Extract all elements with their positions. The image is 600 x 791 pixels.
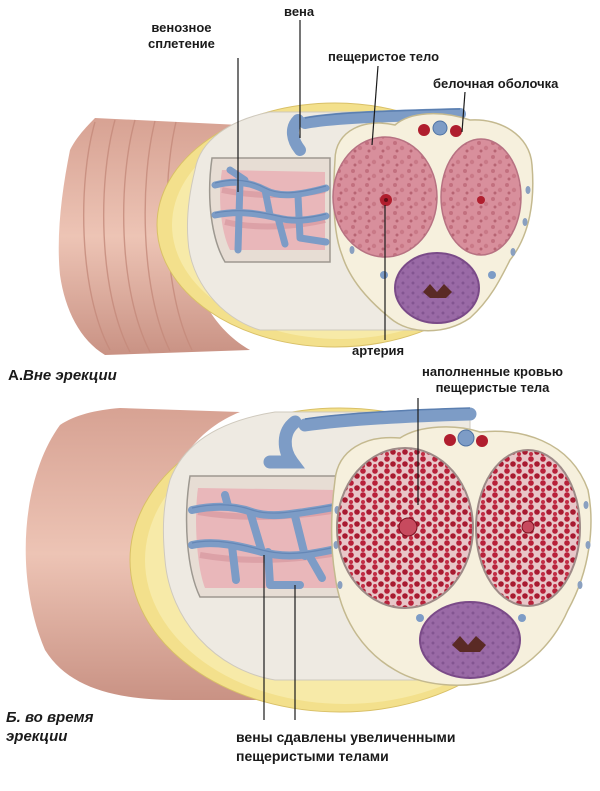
caption-panel-b: Б. во время эрекции bbox=[6, 708, 93, 746]
skin-tube-a bbox=[58, 118, 250, 355]
deep-artery-right-a bbox=[477, 196, 485, 204]
deep-artery-left-b bbox=[398, 517, 418, 537]
caption-panel-b-line1: Б. во время bbox=[6, 709, 94, 726]
caption-panel-a-prefix: А. bbox=[8, 367, 23, 384]
caption-panel-b-line2: эрекции bbox=[6, 728, 68, 745]
label-tunica-albuginea: белочная оболочка bbox=[433, 76, 559, 91]
label-vein: вена bbox=[284, 4, 315, 19]
dorsal-vein-b bbox=[298, 407, 477, 432]
caption-panel-a-title: Вне эрекции bbox=[23, 367, 117, 384]
panel-b-erect bbox=[25, 407, 592, 713]
urethra-b bbox=[452, 636, 486, 652]
label-artery: артерия bbox=[352, 343, 405, 358]
label-filled-line2: пещеристые тела bbox=[435, 380, 550, 395]
label-venous-plexus-line1: венозное bbox=[151, 20, 212, 35]
panel-a-flaccid bbox=[58, 102, 534, 355]
corpus-spongiosum-b bbox=[419, 601, 521, 679]
urethra-a bbox=[423, 284, 452, 298]
corpus-spongiosum-a bbox=[394, 252, 480, 324]
deep-artery-right-b bbox=[521, 520, 535, 534]
label-venous-plexus-line2: сплетение bbox=[148, 36, 215, 51]
label-filled-line1: наполненные кровью bbox=[422, 364, 564, 379]
label-venous-plexus: венозное сплетение bbox=[148, 20, 215, 52]
caption-panel-a: А.Вне эрекции bbox=[8, 366, 117, 385]
venous-plexus-b bbox=[188, 491, 344, 589]
leader-lines bbox=[237, 20, 466, 720]
label-compressed-veins: вены сдавлены увеличенными пещеристыми т… bbox=[236, 728, 455, 766]
label-compressed-line2: пещеристыми телами bbox=[236, 748, 389, 764]
label-filled-corpora: наполненные кровью пещеристые тела bbox=[422, 364, 563, 396]
label-compressed-line1: вены сдавлены увеличенными bbox=[236, 729, 456, 745]
label-corpus-cavernosum: пещеристое тело bbox=[328, 49, 440, 64]
